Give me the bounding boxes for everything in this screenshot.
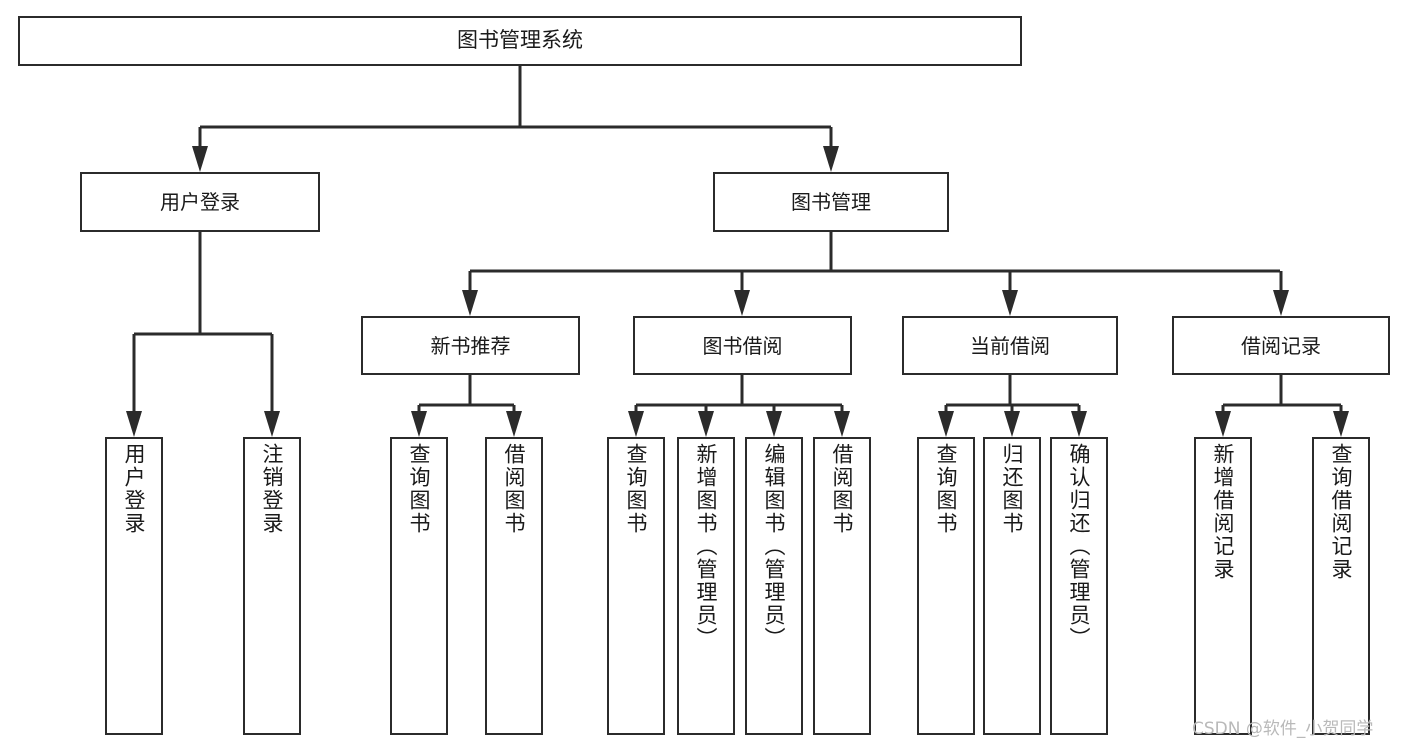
- node-label-leaf-user-login: 用户登录: [122, 443, 147, 535]
- arrow-to-leaf-query-record-head: [1333, 411, 1349, 437]
- node-leaf-edit-book[interactable]: 编辑图书（管理员）: [745, 437, 803, 735]
- arrow-to-leaf-edit-book-head: [766, 411, 782, 437]
- arrow-to-leaf-borrow-book-2: [834, 405, 850, 437]
- node-label-leaf-query-record: 查询借阅记录: [1329, 443, 1354, 581]
- arrow-to-leaf-query-record: [1333, 405, 1349, 437]
- node-label-leaf-logout: 注销登录: [260, 443, 285, 535]
- node-label-leaf-borrow-book-2: 借阅图书: [830, 443, 855, 535]
- arrow-to-leaf-logout: [264, 334, 280, 437]
- node-label-root: 图书管理系统: [457, 28, 583, 53]
- node-leaf-query-book-1[interactable]: 查询图书: [390, 437, 448, 735]
- arrow-to-leaf-confirm-return: [1071, 405, 1087, 437]
- bus-new-book-rec: [419, 375, 514, 407]
- node-label-user-login: 用户登录: [160, 190, 240, 214]
- arrow-to-leaf-add-book-head: [698, 411, 714, 437]
- arrow-to-borrow-record-head: [1273, 290, 1289, 316]
- node-leaf-add-book[interactable]: 新增图书（管理员）: [677, 437, 735, 735]
- node-leaf-query-book-2[interactable]: 查询图书: [607, 437, 665, 735]
- node-label-leaf-add-book: 新增图书（管理员）: [694, 443, 719, 650]
- node-label-book-manage: 图书管理: [791, 190, 871, 214]
- node-label-new-book-rec: 新书推荐: [430, 333, 511, 358]
- node-leaf-borrow-book-2[interactable]: 借阅图书: [813, 437, 871, 735]
- arrow-to-leaf-borrow-book-1: [506, 405, 522, 437]
- node-borrow-record[interactable]: 借阅记录: [1172, 316, 1390, 375]
- node-leaf-logout[interactable]: 注销登录: [243, 437, 301, 735]
- arrow-to-user-login: [192, 127, 208, 172]
- arrow-to-leaf-query-book-3: [938, 405, 954, 437]
- node-label-leaf-add-record: 新增借阅记录: [1211, 443, 1236, 581]
- node-leaf-add-record[interactable]: 新增借阅记录: [1194, 437, 1252, 735]
- node-leaf-confirm-return[interactable]: 确认归还（管理员）: [1050, 437, 1108, 735]
- arrow-to-current-borrow-head: [1002, 290, 1018, 316]
- arrow-to-leaf-edit-book: [766, 405, 782, 437]
- node-leaf-query-book-3[interactable]: 查询图书: [917, 437, 975, 735]
- node-leaf-user-login[interactable]: 用户登录: [105, 437, 163, 735]
- node-book-borrow[interactable]: 图书借阅: [633, 316, 852, 375]
- arrow-to-leaf-borrow-book-1-head: [506, 411, 522, 437]
- arrow-to-new-book-rec-head: [462, 290, 478, 316]
- node-label-borrow-record: 借阅记录: [1241, 333, 1321, 358]
- arrow-to-user-login-head: [192, 146, 208, 172]
- bus-user-login: [134, 232, 272, 336]
- bus-borrow-record: [1223, 375, 1341, 407]
- node-label-leaf-query-book-3: 查询图书: [934, 443, 959, 535]
- node-label-current-borrow: 当前借阅: [970, 333, 1050, 358]
- arrow-to-leaf-borrow-book-2-head: [834, 411, 850, 437]
- node-new-book-rec[interactable]: 新书推荐: [361, 316, 580, 375]
- node-current-borrow[interactable]: 当前借阅: [902, 316, 1118, 375]
- arrow-to-book-borrow: [734, 271, 750, 316]
- arrow-to-new-book-rec: [462, 271, 478, 316]
- bus-book-borrow: [636, 375, 842, 407]
- node-leaf-borrow-book-1[interactable]: 借阅图书: [485, 437, 543, 735]
- arrow-to-leaf-add-book: [698, 405, 714, 437]
- arrow-to-leaf-return-book: [1004, 405, 1020, 437]
- node-user-login[interactable]: 用户登录: [80, 172, 320, 232]
- arrow-to-leaf-query-book-1: [411, 405, 427, 437]
- arrow-to-book-manage-head: [823, 146, 839, 172]
- arrow-to-book-manage: [823, 127, 839, 172]
- arrow-to-leaf-add-record: [1215, 405, 1231, 437]
- arrow-to-leaf-user-login-head: [126, 411, 142, 437]
- arrow-to-leaf-confirm-return-head: [1071, 411, 1087, 437]
- bus-root: [200, 66, 831, 129]
- node-label-leaf-query-book-2: 查询图书: [624, 443, 649, 535]
- node-label-leaf-edit-book: 编辑图书（管理员）: [762, 443, 787, 650]
- bus-current-borrow: [946, 375, 1079, 407]
- arrow-to-leaf-query-book-2-head: [628, 411, 644, 437]
- node-label-book-borrow: 图书借阅: [702, 333, 783, 358]
- arrow-to-borrow-record: [1273, 271, 1289, 316]
- arrow-to-leaf-logout-head: [264, 411, 280, 437]
- node-leaf-query-record[interactable]: 查询借阅记录: [1312, 437, 1370, 735]
- node-label-leaf-return-book: 归还图书: [1000, 443, 1025, 535]
- arrow-to-leaf-user-login: [126, 334, 142, 437]
- node-leaf-return-book[interactable]: 归还图书: [983, 437, 1041, 735]
- arrow-to-book-borrow-head: [734, 290, 750, 316]
- node-label-leaf-confirm-return: 确认归还（管理员）: [1067, 443, 1092, 650]
- arrow-to-leaf-query-book-3-head: [938, 411, 954, 437]
- arrow-to-leaf-query-book-1-head: [411, 411, 427, 437]
- node-label-leaf-query-book-1: 查询图书: [407, 443, 432, 535]
- node-label-leaf-borrow-book-1: 借阅图书: [502, 443, 527, 535]
- node-root[interactable]: 图书管理系统: [18, 16, 1022, 66]
- arrow-to-current-borrow: [1002, 271, 1018, 316]
- arrow-to-leaf-return-book-head: [1004, 411, 1020, 437]
- arrow-to-leaf-add-record-head: [1215, 411, 1231, 437]
- arrow-to-leaf-query-book-2: [628, 405, 644, 437]
- node-book-manage[interactable]: 图书管理: [713, 172, 949, 232]
- bus-book-manage: [470, 232, 1280, 273]
